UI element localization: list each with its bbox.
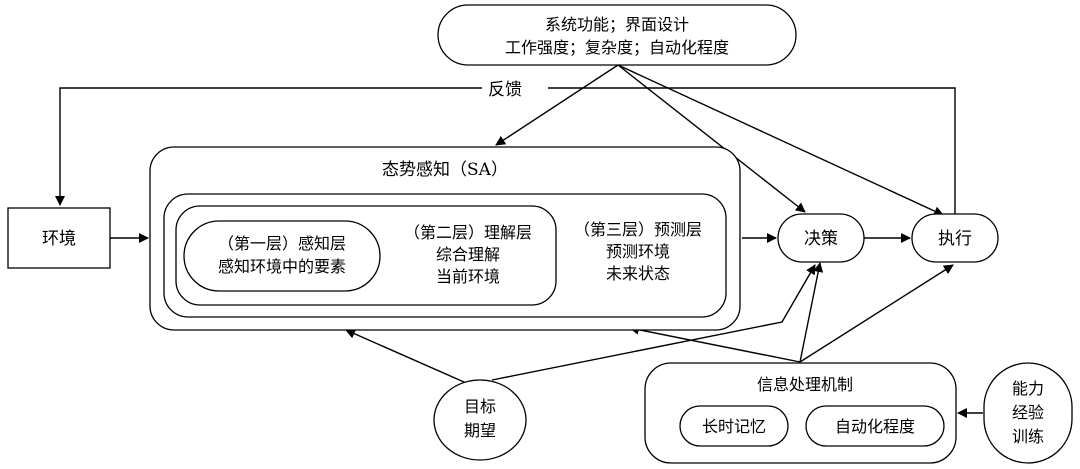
- system-to-execution-arrow: [617, 64, 944, 216]
- info-processing-node: 信息处理机制 长时记忆 自动化程度: [644, 362, 957, 464]
- goals-node: 目标 期望: [433, 379, 527, 461]
- execution-label: 执行: [938, 229, 972, 249]
- automation-label: 自动化程度: [835, 417, 915, 436]
- goals-line2: 期望: [464, 421, 496, 440]
- ability-node: 能力 经验 训练: [983, 362, 1073, 464]
- ability-line2: 经验: [1012, 403, 1044, 422]
- memory-label: 长时记忆: [702, 417, 766, 436]
- sa-title: 态势感知（SA）: [382, 160, 508, 180]
- goals-box: [433, 379, 527, 461]
- system-to-sa-arrow: [495, 64, 619, 146]
- environment-node: 环境: [7, 207, 111, 269]
- memory-box: [679, 405, 789, 447]
- decision-node: 决策: [777, 213, 865, 263]
- ability-line3: 训练: [1012, 427, 1044, 446]
- level2-title: （第二层）理解层: [404, 223, 532, 242]
- level3-title: （第三层）预测层: [574, 220, 702, 239]
- level1-box: [183, 220, 381, 292]
- info-to-decision-arrow: [799, 262, 824, 363]
- feedback-arrow-left: [55, 87, 482, 206]
- execution-box: [911, 213, 999, 263]
- level1-title: （第一层）感知层: [218, 234, 346, 253]
- connectors: [55, 64, 983, 418]
- info-to-sa-arrow: [629, 324, 801, 363]
- system-factors-node: 系统功能；界面设计 工作强度；复杂度；自动化程度: [437, 4, 797, 66]
- execution-node: 执行: [911, 213, 999, 263]
- goals-to-decision-arrow: [491, 264, 816, 381]
- feedback-label: 反馈: [488, 80, 522, 100]
- decision-box: [777, 213, 865, 263]
- system-factors-line2: 工作强度；复杂度；自动化程度: [505, 38, 729, 57]
- level1-desc: 感知环境中的要素: [218, 257, 346, 276]
- ability-line1: 能力: [1012, 379, 1044, 398]
- ability-box: [983, 362, 1073, 464]
- automation-box: [805, 405, 945, 447]
- goals-to-sa-arrow: [345, 329, 465, 383]
- system-factors-line1: 系统功能；界面设计: [545, 15, 689, 34]
- system-factors-box: [437, 4, 797, 66]
- decision-label: 决策: [804, 229, 838, 249]
- info-processing-title: 信息处理机制: [757, 375, 853, 394]
- level2-line2: 当前环境: [436, 267, 500, 286]
- level2-line1: 综合理解: [436, 245, 500, 264]
- level3-line1: 预测环境: [606, 242, 670, 261]
- goals-line1: 目标: [464, 397, 496, 416]
- system-to-decision-arrow: [617, 64, 806, 213]
- environment-label: 环境: [42, 229, 76, 249]
- environment-box: [7, 207, 111, 269]
- sa-node: 态势感知（SA） （第一层）感知层 感知环境中的要素 （第二层）理解层 综合理解…: [149, 146, 741, 331]
- feedback-line-right: [548, 87, 956, 215]
- level3-line2: 未来状态: [606, 264, 670, 283]
- info-to-execution-arrow: [799, 264, 954, 363]
